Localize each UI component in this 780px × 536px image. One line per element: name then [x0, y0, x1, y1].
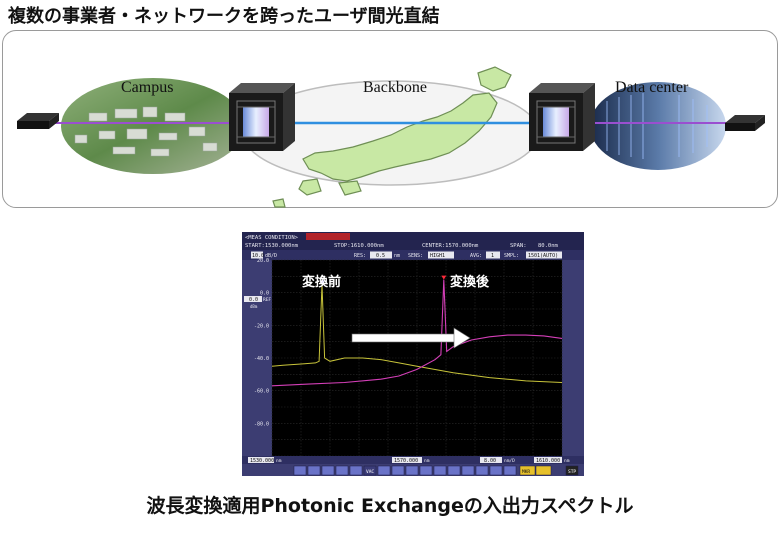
meas-condition-label: <MEAS CONDITION> — [245, 235, 299, 241]
ref-value: 0.0 — [249, 297, 258, 303]
center-readout-box — [392, 457, 422, 463]
smpl-value: 1501(AUTO) — [528, 253, 558, 259]
soft-key-button[interactable] — [535, 465, 552, 476]
stop-readout: 1610.000 — [536, 458, 560, 464]
campus-photo — [61, 78, 245, 174]
soft-key-button[interactable] — [293, 465, 307, 476]
y-tick-label: -20.0 — [254, 323, 269, 329]
soft-key-button[interactable] — [519, 465, 536, 476]
y-tick-label: 0.0 — [260, 291, 269, 297]
soft-key-button[interactable] — [405, 465, 419, 476]
ref-unit: dBm — [250, 304, 258, 309]
stop-wavelength: STOP:1610.000nm — [334, 243, 384, 249]
start-readout: 1530.000 — [250, 458, 274, 464]
soft-key-button[interactable] — [363, 465, 377, 476]
datacenter-label: Data center — [615, 79, 689, 96]
span-label: SPAN: — [510, 243, 527, 249]
figure-caption: 波長変換適用Photonic Exchangeの入出力スペクトル — [146, 495, 634, 517]
y-tick-label: -80.0 — [254, 421, 269, 427]
center-readout-unit: nm — [424, 459, 430, 464]
y-tick-label: -40.0 — [254, 356, 269, 362]
japan-map — [272, 66, 512, 208]
ref-label: REF — [263, 297, 271, 303]
scale-readout-unit: nm/D — [504, 458, 515, 464]
soft-key-button[interactable] — [461, 465, 475, 476]
soft-key-button[interactable] — [307, 465, 321, 476]
network-diagram-panel: Campus Backbone Data center — [2, 30, 778, 208]
vac-button-label[interactable]: VAC — [366, 469, 374, 475]
sens-value-box — [428, 251, 454, 259]
label-after-conversion: 変換後 — [450, 274, 490, 290]
status-indicator — [306, 233, 350, 240]
soft-key-button[interactable] — [377, 465, 391, 476]
mkr-button-label[interactable]: MKR — [522, 469, 530, 475]
smpl-label: SMPL: — [504, 253, 519, 259]
y-tick-labels: 20.0 0.0 -20.0 -40.0 -60.0 -80.0 — [254, 258, 269, 427]
photonic-switch-left — [229, 83, 295, 151]
y-tick-label: 20.0 — [257, 258, 269, 264]
soft-key-button[interactable] — [321, 465, 335, 476]
backbone-label: Backbone — [363, 79, 427, 96]
sens-value: HIGH1 — [430, 253, 445, 259]
soft-key-button[interactable] — [475, 465, 489, 476]
campus-buildings — [74, 106, 218, 157]
avg-value: 1 — [491, 253, 494, 259]
scale-unit: dB/D — [265, 253, 277, 259]
trace-before-conversion — [271, 284, 563, 383]
spectrum-analyzer-screen: <MEAS CONDITION> START:1530.000nm STOP:1… — [242, 232, 584, 476]
scale-readout-box — [480, 457, 502, 463]
photonic-switch-right — [529, 83, 595, 151]
label-before-conversion: 変換前 — [302, 274, 341, 290]
res-value-box — [370, 251, 392, 259]
res-unit: nm — [394, 253, 400, 259]
settings-bar — [242, 250, 584, 260]
stop-readout-unit: nm — [564, 459, 570, 464]
start-readout-unit: nm — [276, 459, 282, 464]
scale-readout: 8.00 — [484, 458, 496, 464]
soft-key-button[interactable] — [419, 465, 433, 476]
center-wavelength: CENTER:1570.000nm — [422, 243, 479, 249]
peak-marker-after — [441, 275, 447, 280]
spectrum-chart: <MEAS CONDITION> START:1530.000nm STOP:1… — [242, 232, 584, 476]
stp-button-label[interactable]: STP — [568, 469, 576, 475]
start-readout-box — [248, 457, 274, 463]
smpl-value-box — [526, 251, 562, 259]
y-tick-label: -60.0 — [254, 389, 269, 395]
server-racks — [606, 93, 708, 159]
peak-marker-before — [319, 280, 325, 285]
soft-key-button[interactable] — [565, 465, 579, 476]
right-terminal-device — [725, 115, 765, 131]
ref-value-box — [244, 296, 262, 302]
datacenter-photo — [590, 82, 726, 170]
avg-label: AVG: — [470, 253, 482, 259]
soft-key-button[interactable] — [503, 465, 517, 476]
span-value: 80.0nm — [538, 243, 559, 249]
res-value: 0.5 — [376, 253, 385, 259]
stop-readout-box — [534, 457, 562, 463]
start-wavelength: START:1530.000nm — [245, 243, 299, 249]
campus-label: Campus — [121, 79, 174, 96]
sens-label: SENS: — [408, 253, 423, 259]
page-title: 複数の事業者・ネットワークを跨ったユーザ間光直結 — [8, 6, 440, 27]
scale-value: 10.0 — [252, 253, 264, 259]
soft-key-button[interactable] — [489, 465, 503, 476]
soft-key-button[interactable] — [391, 465, 405, 476]
res-label: RES: — [354, 253, 366, 259]
soft-key-button[interactable] — [349, 465, 363, 476]
network-diagram — [17, 66, 765, 208]
center-readout: 1570.000 — [394, 458, 418, 464]
trace-after-conversion — [271, 279, 563, 387]
soft-key-button[interactable] — [335, 465, 349, 476]
soft-key-button[interactable] — [433, 465, 447, 476]
softkey-row — [293, 465, 579, 476]
conversion-arrow — [351, 327, 471, 349]
soft-key-button[interactable] — [447, 465, 461, 476]
scale-value-box — [251, 251, 263, 259]
left-terminal-device — [17, 113, 59, 129]
avg-value-box — [486, 251, 500, 259]
